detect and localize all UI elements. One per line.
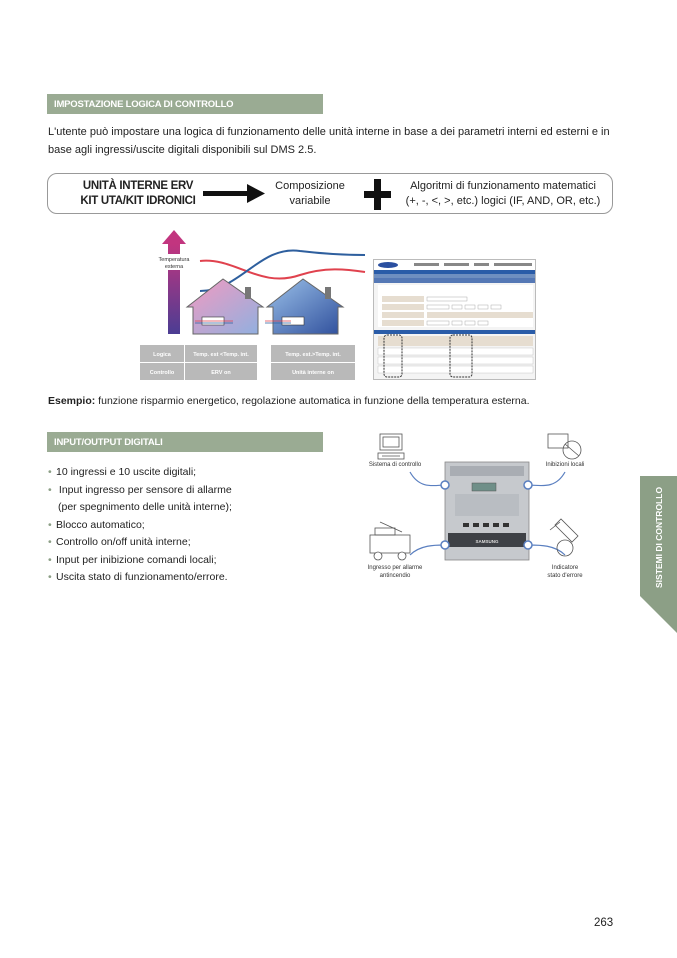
list-item: • Input ingresso per sensore di allarme [48, 482, 232, 500]
bullet-icon: • [48, 553, 52, 566]
example-note: Esempio: funzione risparmio energetico, … [48, 395, 530, 407]
algorithms-line1: Algoritmi di funzionamento matematici [410, 180, 596, 192]
intro-paragraph: L'utente può impostare una logica di fun… [48, 126, 610, 156]
temp-label-line1: Temperatura [159, 257, 191, 263]
temperature-logic-diagram: Temperatura esterna Logica Temp. est <Te… [140, 230, 366, 380]
dms-screen-image [374, 260, 535, 378]
example-bold: Esempio: [48, 395, 96, 407]
row-control-label: Controllo [150, 370, 175, 376]
list-item: •Controllo on/off unità interne; [48, 534, 232, 552]
side-section-tab: SISTEMI DI CONTROLLO [640, 476, 677, 633]
list-item: •Input per inibizione comandi locali; [48, 552, 232, 570]
page-number: 263 [594, 917, 614, 929]
list-item-continuation: (per spegnimento delle unità interne); [58, 501, 232, 513]
bullet-icon: • [48, 536, 52, 548]
bullet-icon: • [48, 518, 52, 531]
example-text: funzione risparmio energetico, regolazio… [95, 395, 530, 407]
side-tab-label: SISTEMI DI CONTROLLO [654, 487, 664, 588]
label-fire-alarm: Ingresso per allarme antincendio [367, 565, 423, 579]
control-1: ERV on [211, 370, 231, 376]
condition-1: Temp. est <Temp. int. [193, 352, 249, 358]
svg-text:SAMSUNG: SAMSUNG [475, 539, 499, 544]
composition-line2: variabile [289, 195, 331, 207]
plus-icon [364, 179, 391, 210]
fire-alarm-icon [369, 521, 411, 561]
condition-2: Temp. est.>Temp. int. [285, 352, 341, 358]
indoor-units-line2: KIT UTA/KIT IDRONICI [80, 195, 196, 207]
logic-flow-box: UNITÀ INTERNE ERV KIT UTA/KIT IDRONICI C… [47, 173, 613, 214]
outside-temp-curve [199, 259, 366, 280]
error-indicator-icon [549, 518, 579, 557]
indoor-units-label: UNITÀ INTERNE ERV KIT UTA/KIT IDRONICI [73, 179, 203, 209]
bullet-icon: • [48, 571, 52, 583]
label-control-system: Sistema di controllo [368, 462, 422, 468]
control-2: Unità interne on [292, 370, 335, 376]
algorithms-label: Algoritmi di funzionamento matematici (+… [403, 179, 603, 209]
section-title: INPUT/OUTPUT DIGITALI [54, 437, 163, 448]
bullet-icon: • [48, 483, 52, 496]
io-diagram-graphics: SAMSUNG [369, 433, 582, 561]
composition-line1: Composizione [275, 180, 345, 192]
section-header-digital-io: INPUT/OUTPUT DIGITALI [47, 432, 323, 452]
list-item: •Blocco automatico; [48, 517, 232, 535]
variable-composition-label: Composizione variabile [270, 179, 350, 209]
label-local-inhibit: Inibizioni locali [545, 462, 585, 468]
temp-label-line2: esterna [165, 264, 184, 270]
computer-icon [377, 433, 405, 460]
section-title: IMPOSTAZIONE LOGICA DI CONTROLLO [54, 99, 234, 110]
digital-io-list: •10 ingressi e 10 uscite digitali; • Inp… [48, 464, 232, 587]
dms-io-diagram: SAMSUNG [360, 430, 600, 610]
house-indoor-unit-icon [265, 278, 345, 335]
dms-controller-icon: SAMSUNG [444, 461, 530, 561]
house-erv-icon [185, 278, 265, 335]
label-error-status: Indicatore stato d'errore [547, 565, 583, 579]
inhibit-local-icon [547, 433, 582, 460]
bullet-icon: • [48, 466, 52, 478]
indoor-units-line1: UNITÀ INTERNE ERV [82, 180, 194, 192]
algorithms-line2: (+, -, <, >, etc.) logici (IF, AND, OR, … [405, 195, 601, 207]
right-arrow-icon [203, 184, 265, 203]
temperature-arrow-icon [162, 230, 186, 334]
list-item: •10 ingressi e 10 uscite digitali; [48, 464, 232, 482]
section-header-control-logic: IMPOSTAZIONE LOGICA DI CONTROLLO [47, 94, 323, 114]
dms-software-screenshot [373, 259, 536, 380]
row-logic-label: Logica [153, 352, 172, 358]
logic-table: Logica Temp. est <Temp. int. Temp. est.>… [140, 345, 355, 380]
list-item: •Uscita stato di funzionamento/errore. [48, 569, 232, 587]
